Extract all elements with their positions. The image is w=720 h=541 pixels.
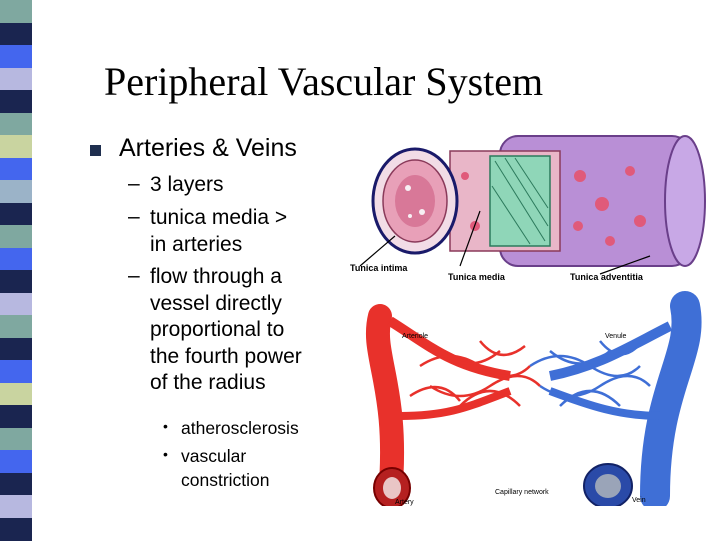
stripe-block xyxy=(0,90,32,114)
sub-bullet-3: flow through a vessel directly proportio… xyxy=(150,264,302,397)
stripe-block xyxy=(0,180,32,204)
label-capillary-network: Capillary network xyxy=(495,489,549,496)
label-arteriole: Arteriole xyxy=(402,333,428,340)
stripe-block xyxy=(0,428,32,452)
sub-bullet-3-line: the fourth power xyxy=(150,344,302,371)
label-tunica-adventitia: Tunica adventitia xyxy=(570,272,644,282)
vessel-illustration: Tunica intima Tunica media Tunica advent… xyxy=(340,116,720,506)
subsub-bullet-2-line: constriction xyxy=(181,468,270,492)
decorative-stripe xyxy=(0,0,32,540)
stripe-block xyxy=(0,383,32,407)
bullet-arteries-veins: Arteries & Veins xyxy=(119,134,297,163)
sub-bullet-3-line: proportional to xyxy=(150,317,302,344)
subsub-bullet-1: atherosclerosis xyxy=(181,416,299,440)
dot-icon: • xyxy=(163,446,168,462)
dash-icon: – xyxy=(128,205,140,229)
sub-bullet-1-line: 3 layers xyxy=(150,172,224,199)
stripe-block xyxy=(0,225,32,249)
stripe-block xyxy=(0,203,32,227)
stripe-block xyxy=(0,293,32,317)
sub-bullet-3-line: flow through a xyxy=(150,264,302,291)
stripe-block xyxy=(0,450,32,474)
label-vein: Vein xyxy=(632,497,646,504)
dot-icon: • xyxy=(163,418,168,434)
stripe-block xyxy=(0,360,32,384)
sub-bullet-2: tunica media > in arteries xyxy=(150,205,287,258)
dash-icon: – xyxy=(128,172,140,196)
stripe-block xyxy=(0,23,32,47)
bullet-square-icon xyxy=(90,145,101,156)
vessel-cutaway xyxy=(373,136,705,266)
stripe-block xyxy=(0,248,32,272)
stripe-block xyxy=(0,135,32,159)
label-tunica-media: Tunica media xyxy=(448,272,506,282)
label-venule: Venule xyxy=(605,333,627,340)
label-artery: Artery xyxy=(395,499,414,506)
stripe-block xyxy=(0,338,32,362)
stripe-block xyxy=(0,518,32,541)
slide-title: Peripheral Vascular System xyxy=(104,58,543,105)
stripe-block xyxy=(0,315,32,339)
stripe-block xyxy=(0,0,32,24)
stripe-block xyxy=(0,495,32,519)
sub-bullet-2-line: in arteries xyxy=(150,232,287,259)
stripe-block xyxy=(0,113,32,137)
sub-bullet-2-line: tunica media > xyxy=(150,205,287,232)
subsub-bullet-1-line: atherosclerosis xyxy=(181,416,299,440)
stripe-block xyxy=(0,270,32,294)
stripe-block xyxy=(0,68,32,92)
sub-bullet-1: 3 layers xyxy=(150,172,224,199)
stripe-block xyxy=(0,45,32,69)
subsub-bullet-2-line: vascular xyxy=(181,444,270,468)
stripe-block xyxy=(0,473,32,497)
sub-bullet-3-line: vessel directly xyxy=(150,291,302,318)
sub-bullet-3-line: of the radius xyxy=(150,370,302,397)
dash-icon: – xyxy=(128,264,140,288)
label-tunica-intima: Tunica intima xyxy=(350,263,408,273)
stripe-block xyxy=(0,158,32,182)
subsub-bullet-2: vascular constriction xyxy=(181,444,270,492)
stripe-block xyxy=(0,405,32,429)
